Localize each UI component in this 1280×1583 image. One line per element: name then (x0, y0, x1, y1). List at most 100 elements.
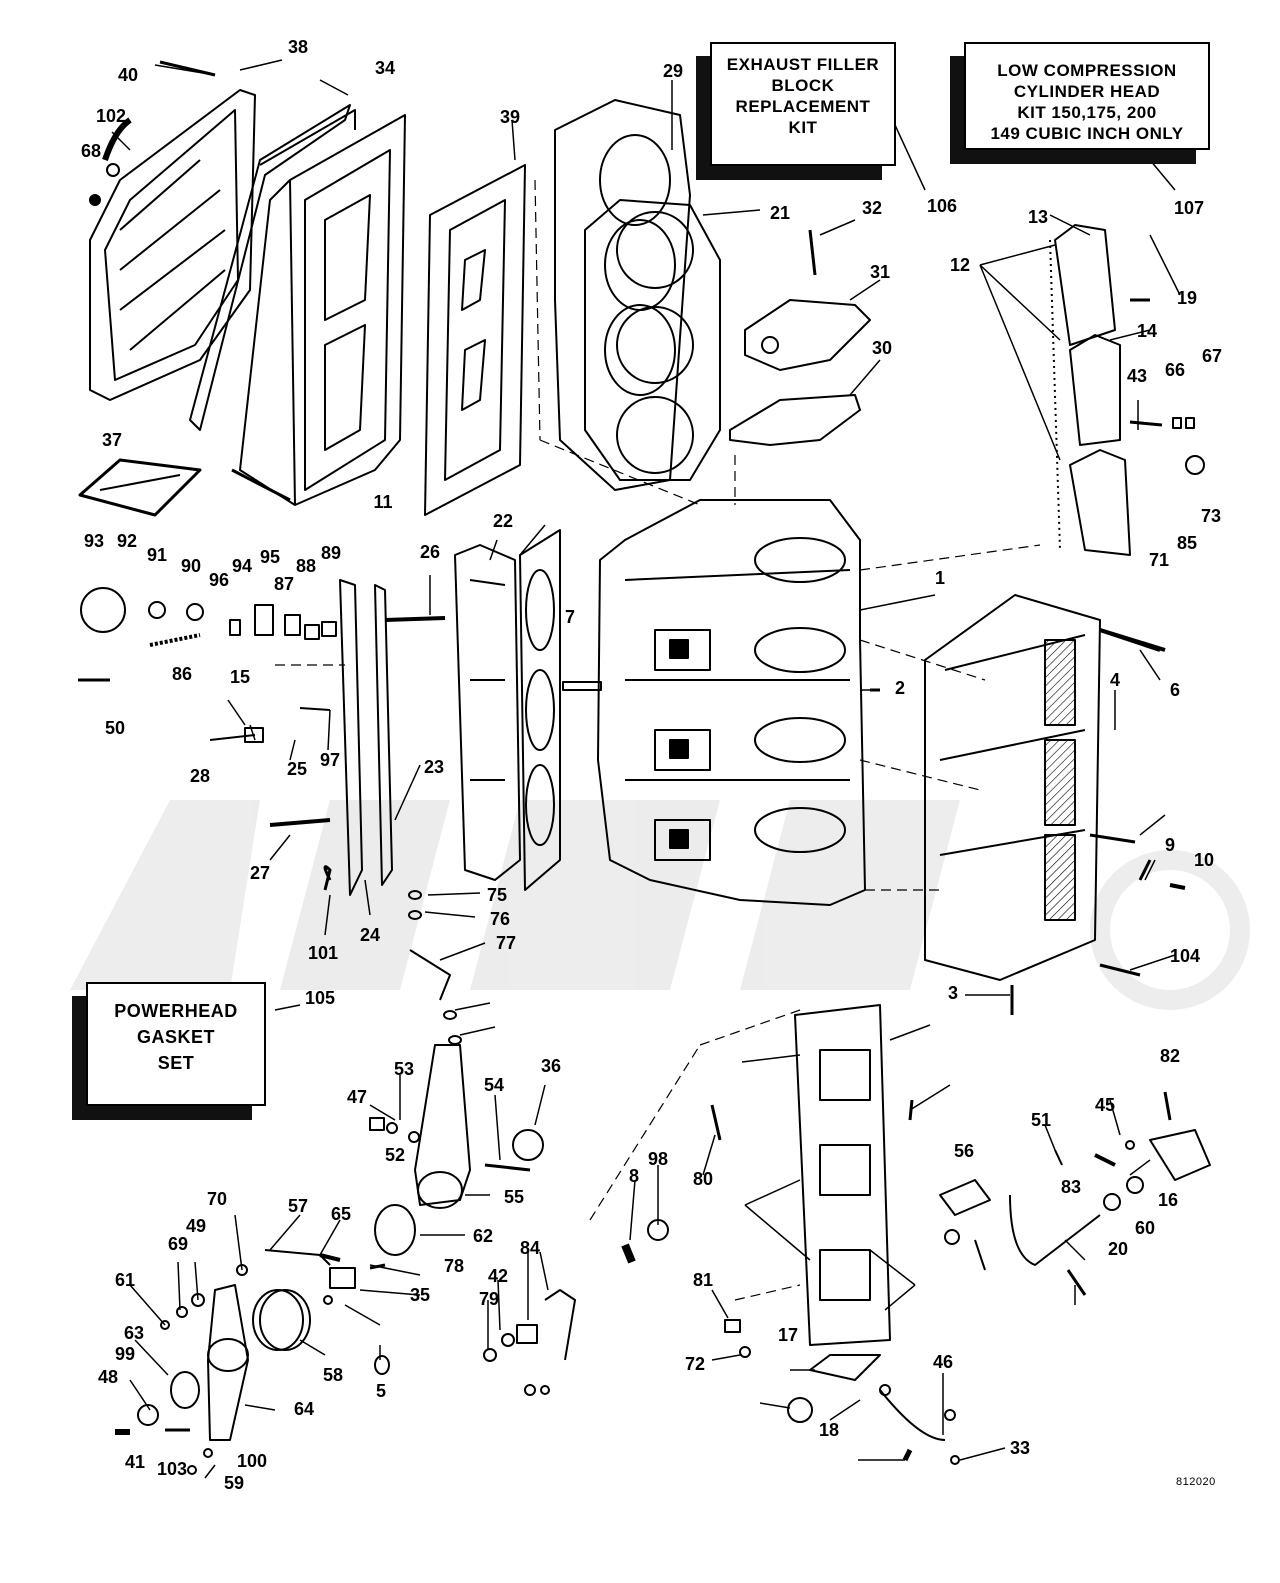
part-number-label: 8 (628, 1166, 640, 1186)
part-number-label: 15 (229, 667, 251, 687)
part-number-label: 78 (443, 1256, 465, 1276)
part-number-label: 79 (478, 1289, 500, 1309)
part-number-label: 89 (320, 543, 342, 563)
part-number-label: 21 (769, 203, 791, 223)
part-number-label: 29 (662, 61, 684, 81)
part-number-label: 28 (189, 766, 211, 786)
cylinder-block (597, 499, 866, 906)
box-line: KIT (788, 118, 818, 137)
part-number-label: 81 (692, 1270, 714, 1290)
exhaust-filler-kit-box: EXHAUST FILLER BLOCK REPLACEMENT KIT (710, 42, 896, 166)
part-number-label: 73 (1200, 506, 1222, 526)
part-number-label: 97 (319, 750, 341, 770)
part-number-label: 107 (1173, 198, 1205, 218)
part-number-label: 32 (861, 198, 883, 218)
drawing-code: 812020 (1176, 1476, 1216, 1488)
part-number-label: 41 (124, 1452, 146, 1472)
part-number-label: 58 (322, 1365, 344, 1385)
transfer-covers (339, 579, 393, 896)
part-number-label: 77 (495, 933, 517, 953)
part-number-label: 18 (818, 1420, 840, 1440)
part-number-label: 48 (97, 1367, 119, 1387)
part-number-label: 88 (295, 556, 317, 576)
part-number-label: 38 (287, 37, 309, 57)
part-number-label: 56 (953, 1141, 975, 1161)
part-number-label: 64 (293, 1399, 315, 1419)
part-number-label: 76 (489, 909, 511, 929)
part-number-label: 102 (95, 106, 127, 126)
part-number-label: 82 (1159, 1046, 1181, 1066)
reed-valves-upper (1049, 224, 1131, 556)
part-number-label: 93 (83, 531, 105, 551)
part-number-label: 54 (483, 1075, 505, 1095)
part-number-label: 19 (1176, 288, 1198, 308)
part-number-label: 43 (1126, 366, 1148, 386)
low-compression-kit-box: LOW COMPRESSION CYLINDER HEAD KIT 150,17… (964, 42, 1210, 150)
cylinder-head-left (454, 544, 521, 881)
watermark (70, 800, 1250, 1010)
box-line: CYLINDER HEAD (1013, 82, 1161, 101)
part-number-label: 11 (373, 492, 393, 512)
part-number-label: 60 (1134, 1218, 1156, 1238)
connecting-rod-lower (207, 1284, 249, 1441)
part-number-label: 92 (116, 531, 138, 551)
part-number-label: 65 (330, 1204, 352, 1224)
part-number-label: 34 (374, 58, 396, 78)
part-number-label: 4 (1109, 670, 1121, 690)
part-number-label: 5 (375, 1381, 387, 1401)
part-number-label: 39 (499, 107, 521, 127)
exhaust-plate (189, 104, 356, 431)
part-number-label: 40 (117, 65, 139, 85)
box-line: 149 CUBIC INCH ONLY (990, 124, 1184, 143)
part-number-label: 62 (472, 1226, 494, 1246)
part-number-label: 35 (409, 1285, 431, 1305)
inner-exhaust-plate (231, 114, 406, 506)
box-line: EXHAUST FILLER (726, 55, 880, 74)
part-number-label: 83 (1060, 1177, 1082, 1197)
part-number-label: 20 (1107, 1239, 1129, 1259)
part-number-label: 53 (393, 1059, 415, 1079)
hardware (78, 60, 1205, 1475)
part-number-label: 98 (647, 1149, 669, 1169)
box-line: KIT 150,175, 200 (1017, 103, 1157, 122)
gasket-set-box: POWERHEAD GASKET SET (86, 982, 266, 1106)
part-number-label: 103 (156, 1459, 188, 1479)
part-number-label: 85 (1176, 533, 1198, 553)
part-number-label: 27 (249, 863, 271, 883)
part-number-label: 63 (123, 1323, 145, 1343)
cylinder-head (554, 99, 691, 491)
part-number-label: 55 (503, 1187, 525, 1207)
part-number-label: 49 (185, 1216, 207, 1236)
part-number-label: 57 (287, 1196, 309, 1216)
part-number-label: 50 (104, 718, 126, 738)
thrust-washer (512, 1129, 544, 1161)
part-number-label: 52 (384, 1145, 406, 1165)
part-number-label: 6 (1169, 680, 1181, 700)
part-number-label: 67 (1201, 346, 1223, 366)
part-number-label: 26 (419, 542, 441, 562)
part-number-label: 31 (869, 262, 891, 282)
part-number-label: 90 (180, 556, 202, 576)
part-number-label: 68 (80, 141, 102, 161)
box-line: POWERHEAD (114, 1001, 238, 1021)
part-number-label: 105 (304, 988, 336, 1008)
box-line: BLOCK (771, 76, 835, 95)
part-number-label: 2 (894, 678, 906, 698)
crankcase (924, 594, 1166, 981)
cylinder-head-gasket (584, 199, 721, 481)
part-number-label: 94 (231, 556, 253, 576)
part-number-label: 17 (777, 1325, 799, 1345)
leader-lines (111, 59, 1181, 1479)
part-number-label: 42 (487, 1266, 509, 1286)
part-number-label: 72 (684, 1354, 706, 1374)
part-number-label: 86 (171, 664, 193, 684)
box-line: LOW COMPRESSION (997, 61, 1177, 80)
part-number-label: 70 (206, 1189, 228, 1209)
part-number-label: 75 (486, 885, 508, 905)
part-number-label: 96 (208, 570, 230, 590)
exhaust-gasket (424, 164, 526, 516)
head-gasket-left (519, 529, 561, 891)
part-number-label: 80 (692, 1169, 714, 1189)
part-number-label: 101 (307, 943, 339, 963)
